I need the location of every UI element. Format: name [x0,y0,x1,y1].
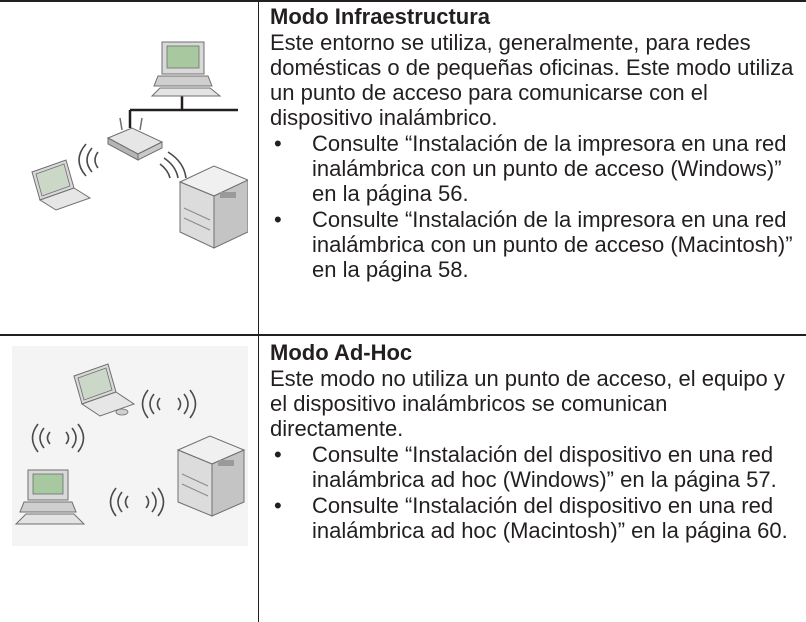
desktop-computer-icon [14,469,86,525]
table-row-divider [0,334,806,336]
bullet-icon: • [274,131,282,156]
desktop-computer-icon [150,41,222,97]
access-point-router-icon [106,117,164,161]
network-cable [128,94,238,128]
bullet-icon: • [274,207,282,232]
reference-list: • Consulte “Instalación de la impresora … [270,131,800,282]
mode-row-adhoc: Modo Ad-Hoc Este modo no utiliza un punt… [0,336,806,622]
wireless-signal-icon [78,143,187,179]
infrastructure-illustration [12,12,250,312]
laptop-icon [31,159,92,211]
reference-text: Consulte “Instalación del dispositivo en… [312,493,788,543]
mode-description: Este entorno se utiliza, generalmente, p… [270,30,794,130]
infrastructure-network-diagram [31,41,250,249]
list-item: • Consulte “Instalación del dispositivo … [270,493,800,543]
reference-text: Consulte “Instalación del dispositivo en… [312,442,777,492]
printer-icon [178,165,250,249]
reference-text: Consulte “Instalación de la impresora en… [312,131,787,206]
table-column-divider [258,0,259,622]
table-top-rule [0,0,806,2]
bullet-icon: • [274,493,282,518]
reference-list: • Consulte “Instalación del dispositivo … [270,442,800,543]
adhoc-text: Modo Ad-Hoc Este modo no utiliza un punt… [270,340,800,543]
infrastructure-text: Modo Infraestructura Este entorno se uti… [270,4,800,282]
wireless-signal-icon [31,389,197,517]
mode-title: Modo Ad-Hoc [270,340,413,365]
list-item: • Consulte “Instalación de la impresora … [270,131,800,206]
list-item: • Consulte “Instalación del dispositivo … [270,442,800,492]
printer-icon [176,435,246,517]
adhoc-illustration [12,346,248,546]
bullet-icon: • [274,442,282,467]
adhoc-network-diagram [12,346,248,546]
mode-row-infrastructure: Modo Infraestructura Este entorno se uti… [0,2,806,334]
mode-title: Modo Infraestructura [270,4,491,29]
list-item: • Consulte “Instalación de la impresora … [270,207,800,282]
mode-description: Este modo no utiliza un punto de acceso,… [270,366,785,441]
reference-text: Consulte “Instalación de la impresora en… [312,207,793,282]
laptop-icon [73,363,136,417]
